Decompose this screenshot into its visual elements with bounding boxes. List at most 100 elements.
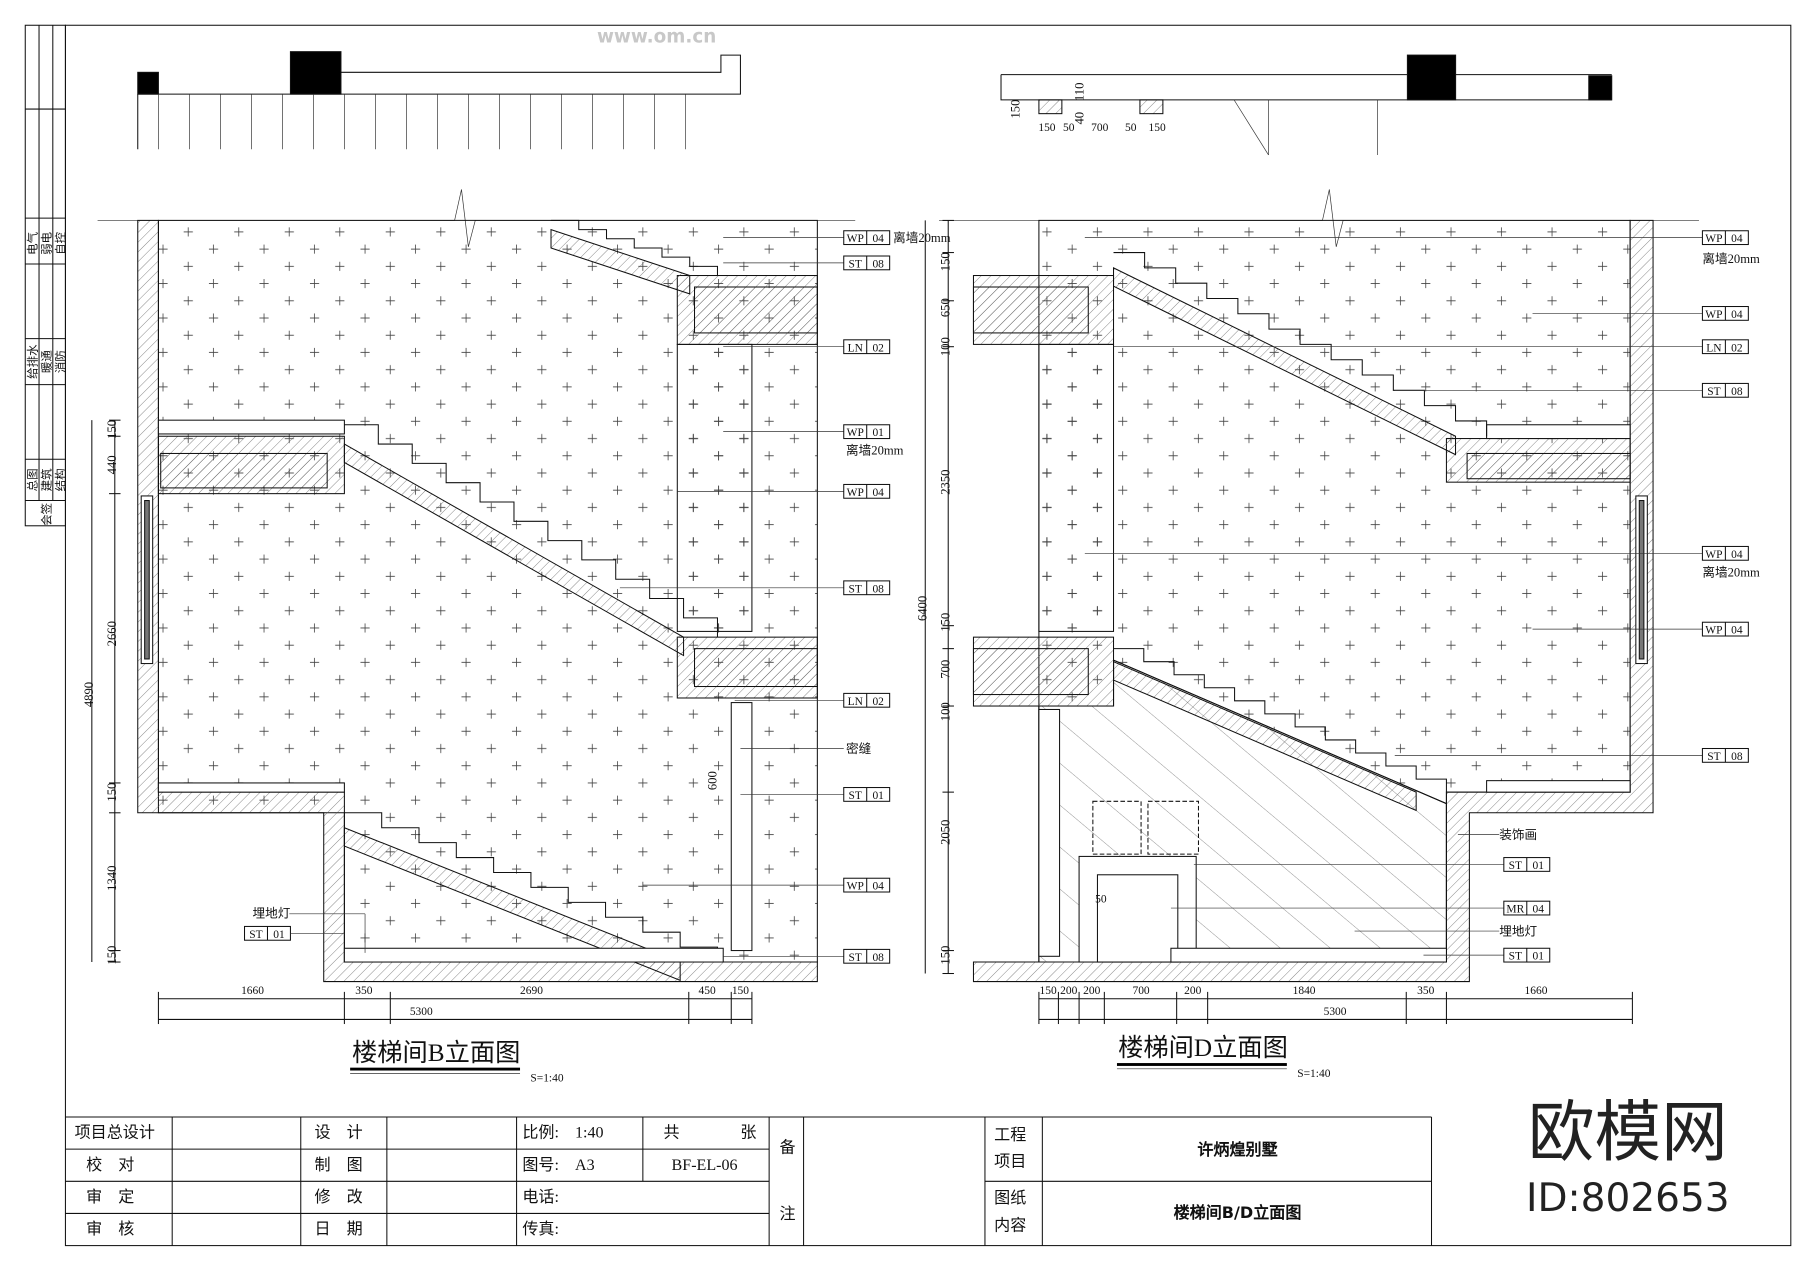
- tag-number: 08: [1731, 751, 1743, 763]
- countersign-item: 自控: [53, 231, 67, 254]
- beam: [693, 286, 818, 334]
- title-block-field: 电话:: [522, 1188, 559, 1206]
- title-block-field: 项目: [994, 1153, 1026, 1170]
- tag-code: WP: [1705, 625, 1722, 637]
- dimension-label: 450: [699, 985, 716, 997]
- dimension-label: 6400: [915, 596, 929, 621]
- stair-steps: [344, 424, 718, 638]
- jamb: [1038, 99, 1063, 115]
- title-block-field: 校 对: [86, 1156, 134, 1174]
- stair-steps: [344, 812, 718, 963]
- tag-code: LN: [848, 342, 864, 354]
- watermark-site: www.om.cn: [597, 26, 716, 47]
- skirting: [1486, 424, 1631, 440]
- tag-number: 02: [872, 342, 884, 354]
- dimension-label: 150: [732, 985, 749, 997]
- dimension-label: 50: [1125, 122, 1137, 134]
- beam: [693, 648, 818, 688]
- stair-steps: [1113, 648, 1447, 793]
- tag-code: WP: [1705, 549, 1722, 561]
- dimension-label: 40: [1073, 112, 1087, 125]
- drawing-content: 楼梯间B/D立面图: [1174, 1203, 1302, 1222]
- plan-outline: [1000, 74, 1612, 101]
- column-lower: [1038, 708, 1061, 957]
- tag-code: WP: [1705, 309, 1722, 321]
- title-block-field: 设 计: [315, 1124, 363, 1142]
- dimension-label: 2660: [105, 621, 119, 646]
- dimension-label: 150: [1149, 122, 1166, 134]
- tag-code: WP: [847, 427, 864, 439]
- title-block-field: 项目总设计: [75, 1124, 155, 1142]
- dimension-label: 150: [938, 613, 952, 632]
- drawing-title: 楼梯间D立面图: [1118, 1034, 1288, 1062]
- drawing-scale: S=1:40: [1297, 1068, 1331, 1080]
- tag-code: ST: [1707, 751, 1720, 763]
- countersign-strip: 电气弱电自控给排水暖通消防总图建筑结构会签: [24, 24, 67, 527]
- skirting: [157, 419, 345, 435]
- title-block-field: 共: [664, 1124, 680, 1142]
- title-block-field: 审 定: [86, 1188, 134, 1206]
- dimension-label: 50: [1095, 893, 1107, 905]
- dimension-label: 440: [105, 455, 119, 474]
- title-block-field: 注: [779, 1205, 795, 1223]
- dimension-label: 1340: [105, 866, 119, 891]
- column: [676, 343, 753, 632]
- tag-note: 离墙20mm: [1702, 564, 1760, 579]
- drawing-title: 楼梯间B立面图: [352, 1039, 520, 1067]
- column-block: [137, 71, 159, 95]
- dimension-label: 5300: [410, 1006, 433, 1018]
- title-block-field: 比例: 1:40: [522, 1124, 603, 1142]
- skirting: [1486, 780, 1631, 793]
- model-id: ID:802653: [1526, 1176, 1730, 1221]
- dimension-label: 200: [1060, 985, 1077, 997]
- title-block-field: 制 图: [315, 1156, 363, 1174]
- tag-number: 08: [872, 583, 884, 595]
- tag-number: 08: [1731, 386, 1743, 398]
- tag-code: WP: [847, 233, 864, 245]
- tag-number: 04: [1731, 233, 1743, 245]
- tag-number: 04: [1731, 309, 1743, 321]
- tag-note: 离墙20mm: [846, 443, 904, 458]
- countersign-item: 电气: [26, 231, 40, 254]
- dimension-label: 1840: [1293, 985, 1316, 997]
- window-glass: [1638, 500, 1645, 660]
- column: [1038, 343, 1115, 632]
- title-underline: [1116, 1063, 1287, 1066]
- decorative-painting: [1092, 800, 1142, 855]
- stair-stringer: [343, 826, 681, 982]
- dimension-label: 150: [105, 783, 119, 802]
- tag-number: 04: [872, 487, 884, 499]
- title-underline: [350, 1067, 521, 1071]
- title-block-field: 图号: A3: [522, 1156, 594, 1174]
- dimension-label: 2690: [520, 985, 543, 997]
- tag-number: 04: [872, 233, 884, 245]
- tag-number: 08: [872, 258, 884, 270]
- tag-code: ST: [1707, 386, 1720, 398]
- stair-stringer: [343, 443, 685, 657]
- dimension-label: 150: [1039, 985, 1056, 997]
- beam: [160, 452, 328, 489]
- dimension-label: 350: [355, 985, 372, 997]
- fireplace: [1078, 855, 1197, 963]
- dimension-label: 1660: [241, 985, 264, 997]
- beam: [1466, 452, 1631, 480]
- tag-note: 离墙20mm: [1702, 251, 1760, 266]
- window-glass: [144, 500, 150, 660]
- tag-number: 04: [1533, 904, 1545, 916]
- jamb: [1139, 99, 1164, 115]
- countersign-item: 建筑: [40, 468, 54, 491]
- site-logo: 欧模网: [1528, 1093, 1728, 1171]
- dimension-label: 700: [1132, 985, 1149, 997]
- dimension-label: 150: [1008, 100, 1022, 119]
- tag-number: 04: [1731, 549, 1743, 561]
- beam: [972, 648, 1089, 696]
- title-block-field: 修 改: [315, 1188, 363, 1206]
- countersign-item: 给排水: [26, 344, 40, 379]
- dimension-label: 1660: [1525, 985, 1548, 997]
- dimension-label: 4890: [82, 682, 96, 707]
- title-block-field: 张: [740, 1124, 756, 1142]
- tag-code: ST: [249, 929, 262, 941]
